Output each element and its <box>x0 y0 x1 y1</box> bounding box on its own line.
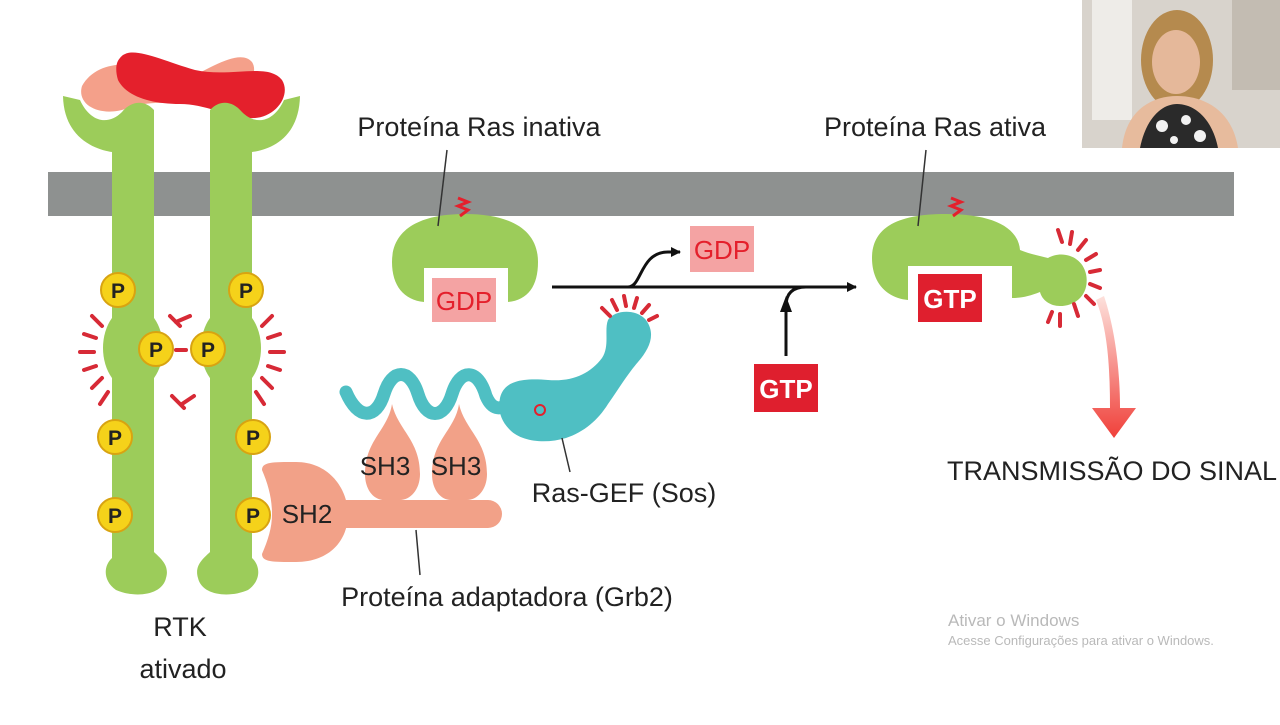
gtp-bound-box <box>918 274 982 322</box>
phosphate-2: P <box>138 331 174 367</box>
svg-text:P: P <box>108 427 122 450</box>
ras-inactive <box>392 196 538 302</box>
ras-active-ticks <box>1046 228 1102 328</box>
ras-active-label: Proteína Ras ativa <box>824 112 1047 142</box>
signal-transmission-label: TRANSMISSÃO DO SINAL <box>947 455 1277 486</box>
svg-text:P: P <box>246 505 260 528</box>
sos-body <box>499 311 652 442</box>
sos-activation-ticks <box>600 294 659 322</box>
ras-inactive-leader-line <box>437 149 448 227</box>
phosphate-3: P <box>97 419 133 455</box>
ras-active-leader-line <box>917 149 927 227</box>
ligand-dimer <box>81 52 285 119</box>
ras-inactive-label: Proteína Ras inativa <box>357 112 601 142</box>
activation-ticks-left <box>78 314 110 406</box>
phosphate-8: P <box>235 497 271 533</box>
gtp-entry-arrowhead <box>780 296 792 312</box>
watermark-title: Ativar o Windows <box>948 611 1080 630</box>
svg-text:P: P <box>111 280 125 303</box>
svg-text:P: P <box>149 339 163 362</box>
sos-linker-helix <box>339 368 515 420</box>
rtk-label-line2: ativado <box>139 654 226 684</box>
rtk-label-line1: RTK <box>153 612 207 642</box>
rtk-receptor-right <box>197 96 300 595</box>
watermark-subtitle: Acesse Configurações para ativar o Windo… <box>948 633 1214 648</box>
phosphate-6: P <box>190 331 226 367</box>
sh2-domain-label: SH2 <box>282 499 333 529</box>
sh3-domain-label-b: SH3 <box>431 451 482 481</box>
phosphate-7: P <box>235 419 271 455</box>
activation-ticks-right <box>254 314 286 406</box>
gdp-released-label: GDP <box>694 235 750 265</box>
ras-gef-label: Ras-GEF (Sos) <box>532 478 717 508</box>
adaptor-label: Proteína adaptadora (Grb2) <box>341 582 673 612</box>
sos-leader-line <box>561 437 571 473</box>
gtp-entry-arrow <box>784 285 807 356</box>
rtk-receptor-left <box>63 96 167 595</box>
svg-text:P: P <box>246 427 260 450</box>
svg-text:P: P <box>239 280 253 303</box>
sh3-domain-label-a: SH3 <box>360 451 411 481</box>
presenter-webcam <box>1082 0 1280 148</box>
sos-active-site <box>534 404 546 416</box>
gdp-bound-box <box>432 278 496 322</box>
gdp-bound-label: GDP <box>436 286 492 316</box>
phosphate-5: P <box>228 272 264 308</box>
gdp-release-arrow <box>627 247 681 289</box>
ras-active <box>872 196 1087 306</box>
windows-activation-watermark: Ativar o Windows Acesse Configurações pa… <box>948 611 1214 648</box>
signal-transmission-arrow <box>1092 296 1136 438</box>
adaptor-leader-line <box>415 529 421 576</box>
presenter-video-frame <box>1082 0 1280 148</box>
activation-ticks-center <box>168 314 196 410</box>
gtp-incoming-box <box>754 364 818 412</box>
gtp-incoming-label: GTP <box>759 374 812 404</box>
phosphate-4: P <box>97 497 133 533</box>
phosphate-1: P <box>100 272 136 308</box>
svg-text:P: P <box>108 505 122 528</box>
gtp-bound-label: GTP <box>923 284 976 314</box>
grb2-adaptor <box>262 404 502 562</box>
gdp-released-box <box>690 226 754 272</box>
svg-text:P: P <box>201 339 215 362</box>
